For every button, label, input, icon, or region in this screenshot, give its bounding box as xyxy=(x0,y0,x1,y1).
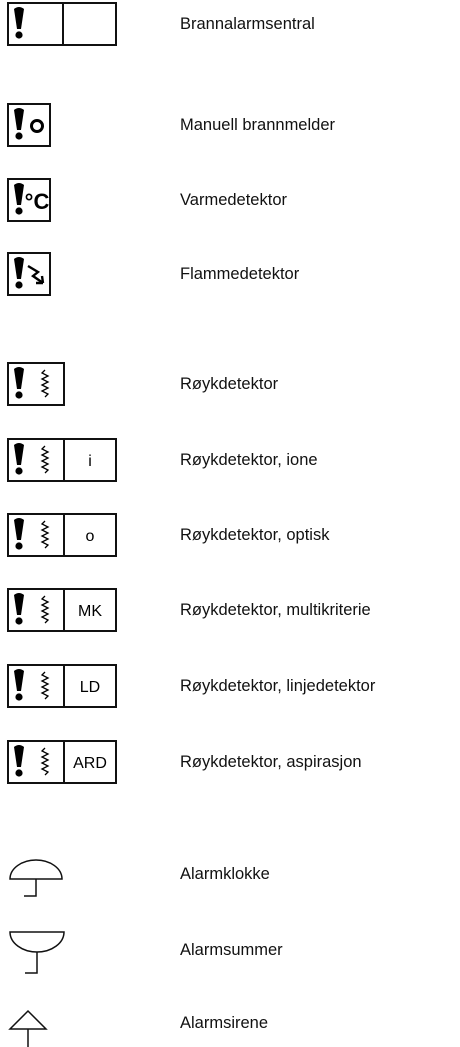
detector-code: o xyxy=(86,528,95,545)
legend-label: Røykdetektor, linjedetektor xyxy=(180,677,376,695)
detector-code: MK xyxy=(78,603,102,620)
legend-row-smoke-detector-line: LD Røykdetektor, linjedetektor xyxy=(0,664,460,708)
legend-row-alarm-bell: Alarmklokke xyxy=(0,852,460,897)
detector-code: i xyxy=(88,453,92,470)
legend-label: Røykdetektor, aspirasjon xyxy=(180,753,362,771)
flame-detector-icon xyxy=(7,252,119,296)
heat-glyph: °C xyxy=(25,189,50,214)
legend-label: Varmedetektor xyxy=(180,191,287,209)
alarm-bell-icon xyxy=(7,852,119,897)
alarm-central-icon xyxy=(7,2,119,46)
legend-label: Alarmsirene xyxy=(180,1014,269,1032)
smoke-detector-coded-icon: o xyxy=(7,513,119,557)
legend-row-alarm-buzzer: Alarmsummer xyxy=(0,928,460,974)
detector-code: ARD xyxy=(73,755,107,772)
legend-label: Røykdetektor, optisk xyxy=(180,526,330,544)
detector-code: LD xyxy=(80,679,100,696)
alarm-siren-icon xyxy=(7,1001,119,1047)
legend-row-heat-detector: °C Varmedetektor xyxy=(0,178,460,222)
legend-row-manual-call-point: Manuell brannmelder xyxy=(0,103,460,147)
legend-row-smoke-detector-multi: MK Røykdetektor, multikriterie xyxy=(0,588,460,632)
heat-detector-icon: °C xyxy=(7,178,119,222)
legend-label: Brannalarmsentral xyxy=(180,15,315,33)
legend-label: Røykdetektor, ione xyxy=(180,451,318,469)
legend-row-smoke-detector: Røykdetektor xyxy=(0,362,460,406)
legend-row-flame-detector: Flammedetektor xyxy=(0,252,460,296)
smoke-detector-coded-icon: LD xyxy=(7,664,119,708)
legend-label: Flammedetektor xyxy=(180,265,300,283)
legend-label: Alarmsummer xyxy=(180,941,283,959)
smoke-detector-coded-icon: MK xyxy=(7,588,119,632)
legend-row-smoke-detector-optical: o Røykdetektor, optisk xyxy=(0,513,460,557)
smoke-detector-icon xyxy=(7,362,119,406)
smoke-detector-coded-icon: i xyxy=(7,438,119,482)
legend-label: Røykdetektor xyxy=(180,375,279,393)
manual-call-point-icon xyxy=(7,103,119,147)
smoke-detector-coded-icon: ARD xyxy=(7,740,119,784)
alarm-buzzer-icon xyxy=(7,928,119,974)
legend-label: Røykdetektor, multikriterie xyxy=(180,601,371,619)
legend-row-alarm-siren: Alarmsirene xyxy=(0,1001,460,1047)
legend-label: Alarmklokke xyxy=(180,865,270,883)
legend-row-alarm-central: Brannalarmsentral xyxy=(0,2,460,46)
legend-label: Manuell brannmelder xyxy=(180,116,336,134)
legend-row-smoke-detector-ion: i Røykdetektor, ione xyxy=(0,438,460,482)
legend-row-smoke-detector-aspirating: ARD Røykdetektor, aspirasjon xyxy=(0,740,460,784)
